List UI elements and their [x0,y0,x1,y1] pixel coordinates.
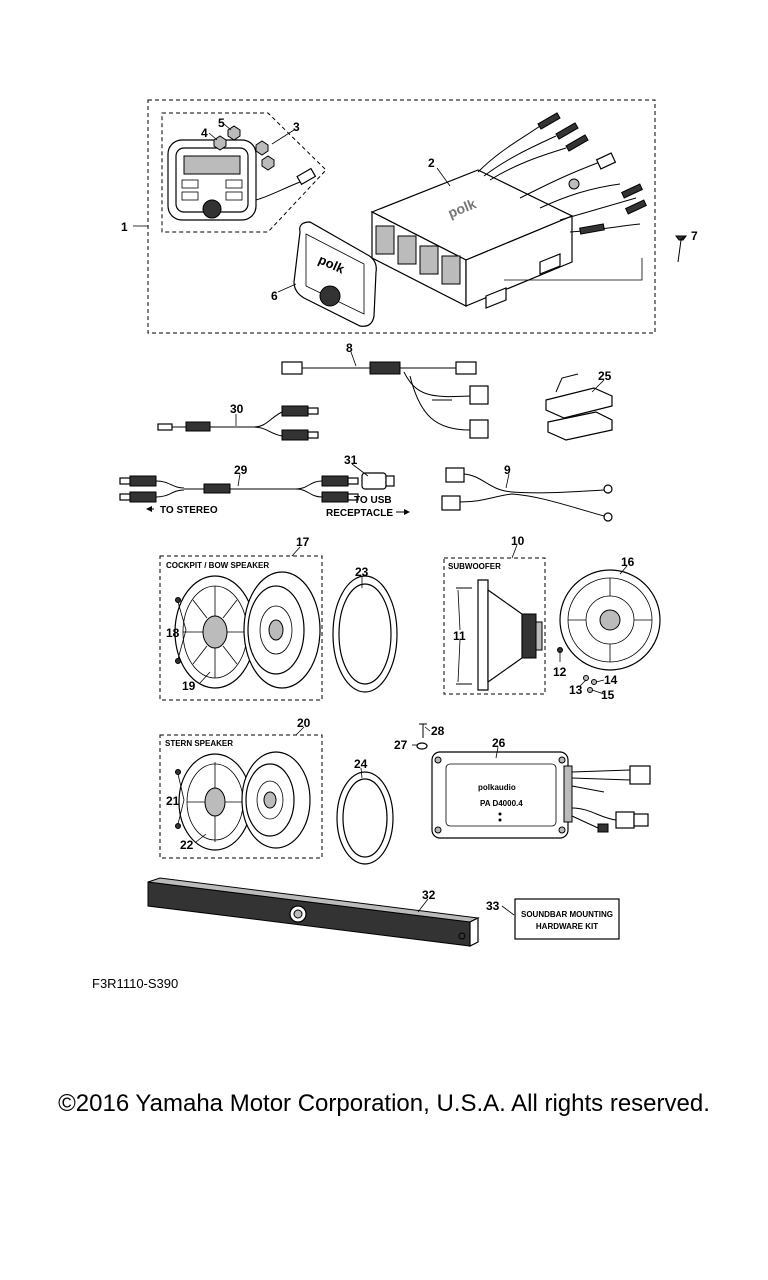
screw-18b [175,658,181,664]
part-13 [583,675,589,681]
soundbar [147,877,480,947]
callout-12: 12 [553,665,567,679]
callout-22: 22 [180,838,194,852]
to-usb-arrowhead [404,509,410,515]
callout-28: 28 [431,724,445,738]
stern-speaker-label: STERN SPEAKER [165,739,233,748]
callout-27: 27 [394,738,408,752]
callout-31: 31 [344,453,358,467]
callout-3: 3 [293,120,300,134]
callout-18: 18 [166,626,180,640]
callout-6: 6 [271,289,278,303]
callout-9: 9 [504,463,511,477]
callout-11: 11 [453,629,466,643]
callout-29: 29 [234,463,248,477]
kit-label-2: HARDWARE KIT [536,922,598,931]
callout-17: 17 [296,535,310,549]
rca-cable-29 [119,475,359,503]
cockpit-speaker [243,571,321,689]
callout-25: 25 [598,369,612,383]
harness-8 [281,361,489,439]
callout-numbers: 1 2 3 4 5 6 7 8 9 10 11 12 13 14 15 16 1… [121,116,698,913]
nut-5 [227,125,241,141]
harness-9 [441,467,613,522]
subwoofer-driver [477,579,543,691]
figure-code: F3R1110-S390 [92,976,179,991]
callout-7: 7 [691,229,698,243]
stern-speaker-box [159,734,323,859]
callout-16: 16 [621,555,635,569]
screw-21b [175,823,181,829]
to-usb-label-1: TO USB [354,495,392,506]
cockpit-grille [174,575,256,689]
assembly-1-box [147,99,656,334]
callout-8: 8 [346,341,353,355]
part-14 [591,679,597,685]
callout-30: 30 [230,402,244,416]
nut-3b [261,155,275,171]
washer-27 [416,742,428,750]
to-usb-label-2: RECEPTACLE [326,508,393,519]
stern-grille [178,753,252,851]
amplifier: polkaudio PA D4000.4 [431,751,573,839]
head-unit [167,139,317,221]
callout-10: 10 [511,534,525,548]
callout-24: 24 [354,757,368,771]
callout-23: 23 [355,565,369,579]
callout-33: 33 [486,899,500,913]
kit-label-1: SOUNDBAR MOUNTING [521,910,613,919]
screw-18a [175,597,181,603]
leader-lines [133,123,687,916]
part-12 [557,647,563,653]
callout-32: 32 [422,888,436,902]
stern-speaker [241,751,311,849]
callout-26: 26 [492,736,506,750]
copyright-notice: ©2016 Yamaha Motor Corporation, U.S.A. A… [58,1090,710,1117]
nut-3a [255,140,269,156]
callout-13: 13 [569,683,583,697]
callout-15: 15 [601,688,615,702]
to-stereo-label: TO STEREO [160,505,218,516]
rca-cable-30 [157,405,319,441]
callout-21: 21 [166,794,180,808]
bezel-cover: polk [293,221,377,327]
amplifier-model: PA D4000.4 [480,799,523,808]
cockpit-speaker-label: COCKPIT / BOW SPEAKER [166,561,269,570]
usb-adapter-31 [361,472,395,490]
spacer-ring-24 [336,771,394,865]
part-15 [587,687,593,693]
stereo-unit: polk [370,169,574,309]
callout-1: 1 [121,220,128,234]
to-stereo-arrowhead [146,506,152,512]
amplifier-wiring [571,765,651,833]
callout-2: 2 [428,156,435,170]
screw-28 [419,723,427,738]
kit-box [514,898,620,940]
subwoofer-label: SUBWOOFER [448,562,501,571]
callout-14: 14 [604,673,618,687]
screw-7 [675,235,687,263]
clip-25 [545,373,613,441]
callout-19: 19 [182,679,196,693]
spacer-ring-23 [332,575,398,693]
callout-5: 5 [218,116,225,130]
amplifier-brand: polkaudio [478,783,516,792]
stereo-wiring [477,112,647,235]
callout-20: 20 [297,716,311,730]
screw-21a [175,769,181,775]
callout-4: 4 [201,126,208,140]
subwoofer-grille [559,569,661,671]
leader-7 [504,258,643,281]
cockpit-speaker-box [159,555,323,701]
